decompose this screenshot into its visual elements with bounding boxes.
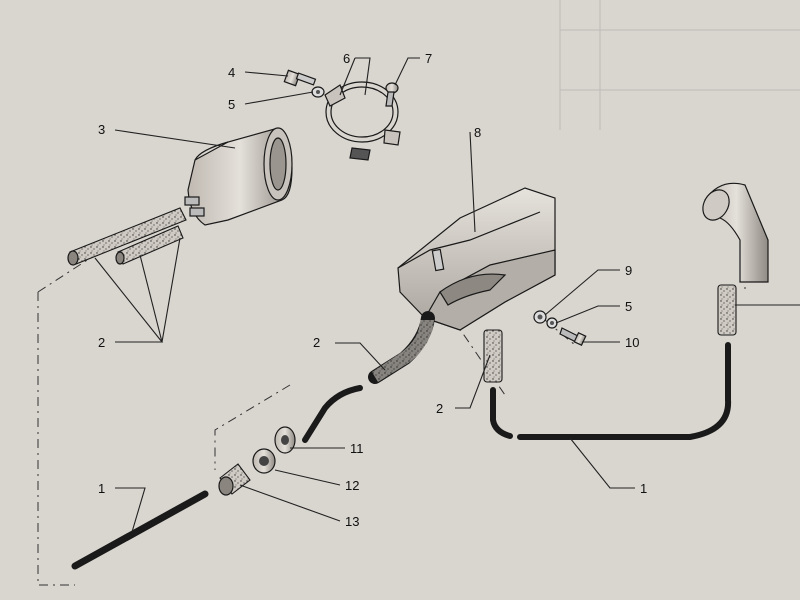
elbow-fitting bbox=[702, 182, 769, 283]
foam-sleeves-part-2 bbox=[67, 207, 187, 266]
screw-part-7 bbox=[385, 82, 399, 107]
hose-part-2-middle bbox=[368, 311, 435, 384]
clamp-part-6 bbox=[324, 81, 401, 161]
callout-6: 6 bbox=[343, 51, 350, 66]
callout-9: 9 bbox=[625, 263, 632, 278]
bent-tube bbox=[302, 385, 363, 443]
sleeve-part-13 bbox=[218, 463, 251, 496]
callout-1b: 1 bbox=[640, 481, 647, 496]
housing-part-8 bbox=[397, 187, 556, 331]
callout-10: 10 bbox=[625, 335, 639, 350]
tube-part-1-right bbox=[490, 342, 732, 440]
callout-1a: 1 bbox=[98, 481, 105, 496]
callout-7: 7 bbox=[425, 51, 432, 66]
washer-part-5-top bbox=[311, 86, 325, 98]
background-ghost-table bbox=[559, 0, 800, 130]
washer-part-9 bbox=[533, 310, 547, 324]
hose-part-2-right bbox=[483, 329, 503, 383]
callout-13: 13 bbox=[345, 514, 359, 529]
bolt-part-4 bbox=[283, 69, 317, 87]
callout-12: 12 bbox=[345, 478, 359, 493]
tube-part-1-left bbox=[71, 490, 209, 570]
callout-2c: 2 bbox=[436, 401, 443, 416]
callout-labels: 4 5 6 7 3 8 9 5 10 2 2 2 11 12 13 1 1 bbox=[98, 51, 647, 529]
washer-part-5-right bbox=[546, 317, 558, 329]
callout-2b: 2 bbox=[313, 335, 320, 350]
callout-8: 8 bbox=[474, 125, 481, 140]
hose-sleeve-far-right bbox=[717, 284, 737, 336]
callout-2a: 2 bbox=[98, 335, 105, 350]
callout-5b: 5 bbox=[625, 299, 632, 314]
canister-part-3 bbox=[184, 127, 293, 226]
callout-3: 3 bbox=[98, 122, 105, 137]
callout-4: 4 bbox=[228, 65, 235, 80]
grommet-part-11 bbox=[274, 426, 296, 454]
callout-5a: 5 bbox=[228, 97, 235, 112]
callout-11: 11 bbox=[350, 441, 364, 456]
leader-lines bbox=[94, 57, 800, 533]
grommet-part-12 bbox=[252, 448, 276, 474]
